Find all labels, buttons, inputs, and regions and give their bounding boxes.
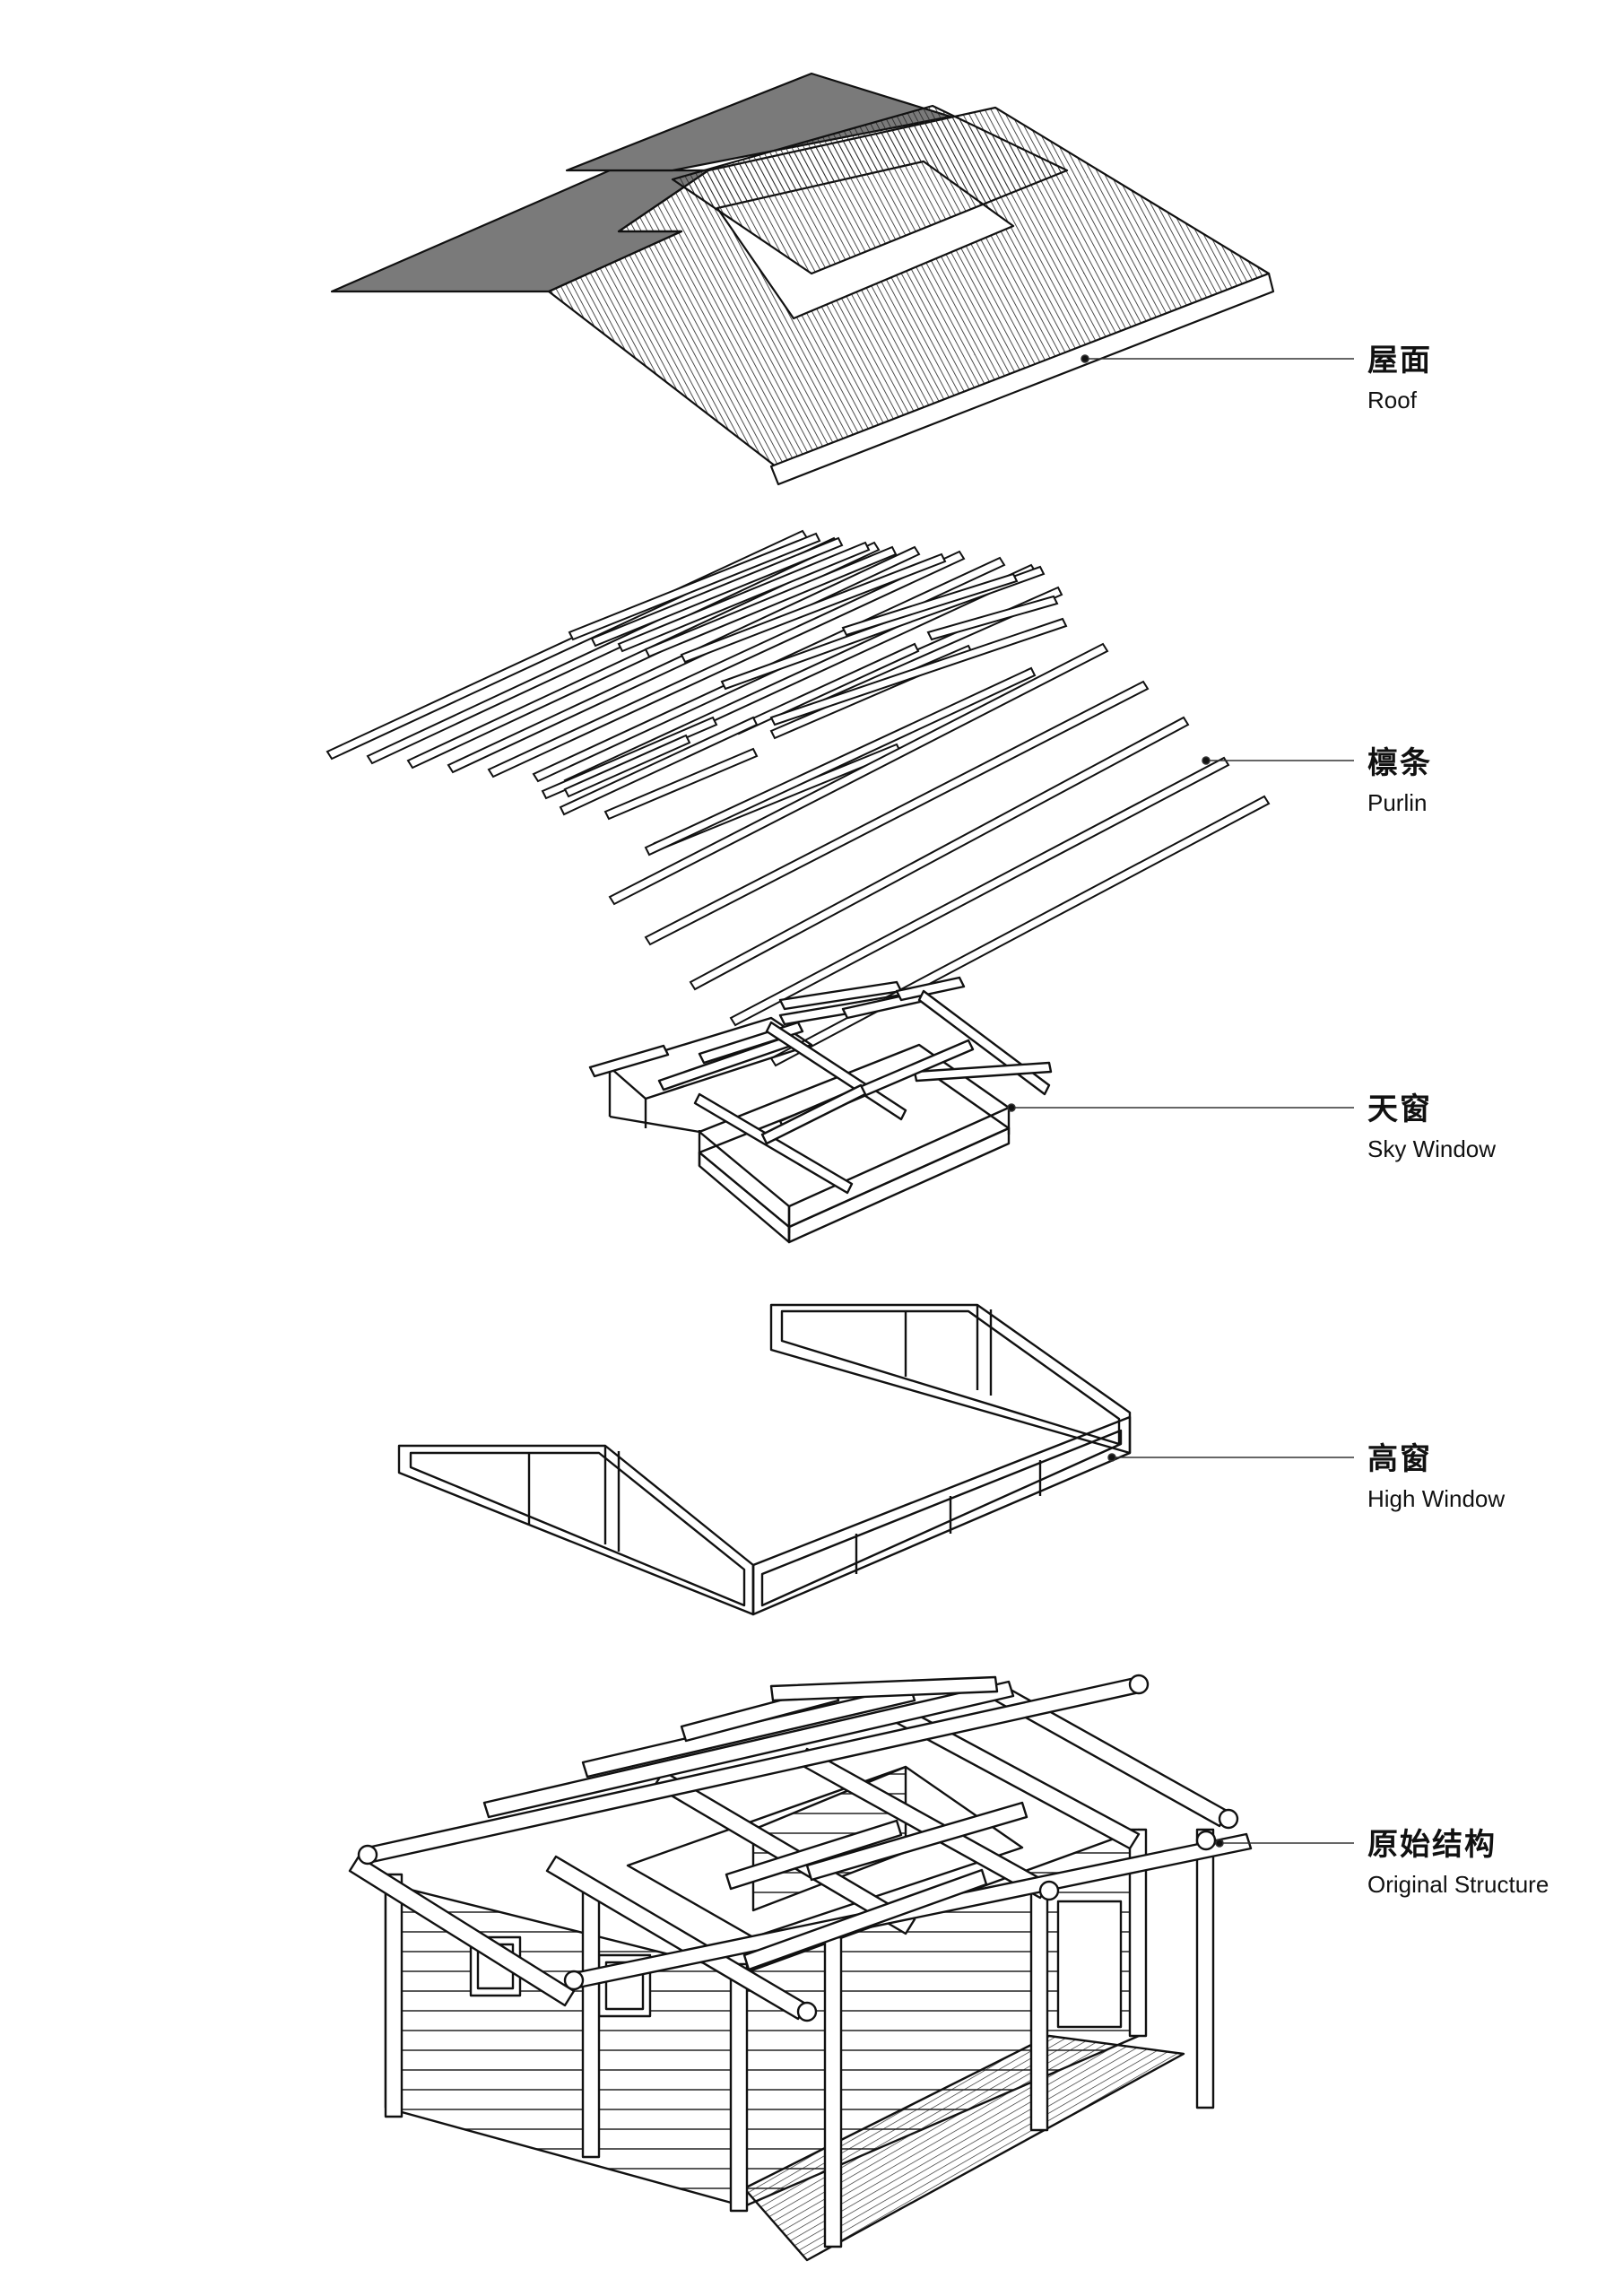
sky-window-layer [588, 976, 1053, 1244]
purlin-bar [729, 756, 1230, 1027]
roof-eave-fascia [769, 272, 1275, 486]
purlin-bar [559, 716, 759, 816]
label-high-window-cn: 高窗 [1367, 1441, 1432, 1477]
purlin-bar [603, 747, 759, 821]
purlin-bar [689, 716, 1190, 991]
porch-deck [742, 2034, 1185, 2262]
roof-layer [330, 72, 1275, 486]
label-purlin: 檩条 Purlin [1367, 748, 1432, 814]
label-purlin-en: Purlin [1367, 789, 1428, 816]
purlin-bar [568, 532, 821, 641]
purlin-bar [406, 541, 881, 770]
label-roof-cn: 屋面 [1367, 343, 1432, 378]
purlin-bar [841, 572, 1019, 637]
label-sky-window-en: Sky Window [1367, 1135, 1497, 1162]
purlin-layer [325, 529, 1271, 1067]
label-high-window: 高窗 High Window [1367, 1444, 1505, 1510]
original-structure-layer [348, 1674, 1253, 2262]
label-original-structure-cn: 原始结构 [1367, 1827, 1497, 1863]
leader-lines [1007, 354, 1354, 1848]
purlin-bar [608, 642, 1109, 906]
label-sky-window-cn: 天窗 [1367, 1091, 1432, 1127]
label-sky-window: 天窗 Sky Window [1367, 1094, 1496, 1161]
label-original-structure-en: Original Structure [1367, 1871, 1549, 1898]
purlin-bar [769, 617, 1068, 726]
purlin-bar [563, 734, 691, 798]
purlin-bar [590, 536, 844, 648]
purlin-bar [617, 541, 871, 653]
purlin-bar [644, 545, 898, 658]
label-high-window-en: High Window [1367, 1485, 1506, 1512]
label-original-structure: 原始结构 Original Structure [1367, 1830, 1549, 1896]
roof-raised-panel [671, 104, 1069, 275]
label-purlin-cn: 檩条 [1367, 745, 1432, 781]
purlin-bar [644, 666, 1037, 857]
label-roof: 屋面 Roof [1367, 345, 1432, 412]
high-window-layer [397, 1303, 1132, 1616]
purlin-bar [541, 716, 718, 800]
label-roof-en: Roof [1367, 387, 1417, 413]
purlin-bar [926, 595, 1059, 641]
purlin-bar [487, 550, 966, 778]
purlin-bar [680, 552, 947, 664]
purlin-bar [644, 680, 1150, 946]
log-wall-left [384, 1882, 746, 2208]
